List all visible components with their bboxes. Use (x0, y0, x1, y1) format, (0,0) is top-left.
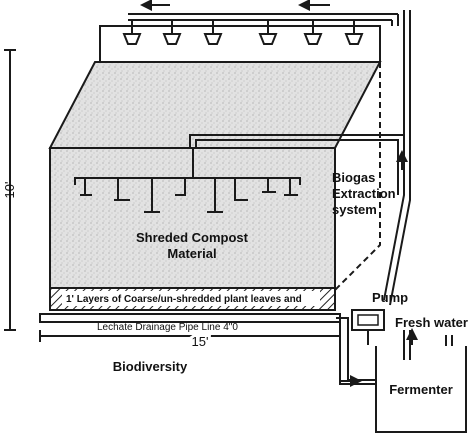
sprinkler-nozzle-icon (122, 20, 142, 45)
biogas-label-line2: Extraction (332, 186, 396, 201)
biogas-label-line1: Biogas (332, 170, 375, 185)
leachate-label: Lechate Drainage Pipe Line 4"0 (97, 322, 238, 333)
biogas-label-line3: system (332, 202, 377, 217)
width-dimension-label: 15' (192, 334, 209, 349)
sprinkler-nozzle-icon (203, 20, 223, 45)
pile-front-face (49, 147, 336, 289)
coarse-layer-label: 1' Layers of Coarse/un-shredded plant le… (66, 294, 302, 305)
biodiversity-label: Biodiversity (113, 359, 188, 374)
fermenter-tank (375, 330, 467, 433)
fermenter-label: Fermenter (389, 382, 453, 397)
pile-hidden-edge (334, 62, 381, 291)
compost-label-line2: Material (167, 246, 216, 261)
sprinkler-nozzle-icon (258, 20, 278, 45)
sprinkler-nozzle-icon (344, 20, 364, 45)
sprinkler-row (122, 20, 364, 45)
sprinkler-nozzle-icon (303, 20, 323, 45)
height-dimension (4, 49, 16, 331)
biogas-manifold (74, 134, 405, 213)
leachate-pipe (39, 313, 376, 385)
pump (351, 309, 385, 345)
height-dimension-label: 10' (2, 182, 17, 199)
pump-label: Pump (372, 290, 408, 305)
return-pipe (383, 10, 411, 306)
compost-label-line1: Shreded Compost (136, 230, 249, 245)
sprinkler-nozzle-icon (162, 20, 182, 45)
width-dimension (39, 330, 341, 342)
fresh-water-label: Fresh water (395, 315, 468, 330)
